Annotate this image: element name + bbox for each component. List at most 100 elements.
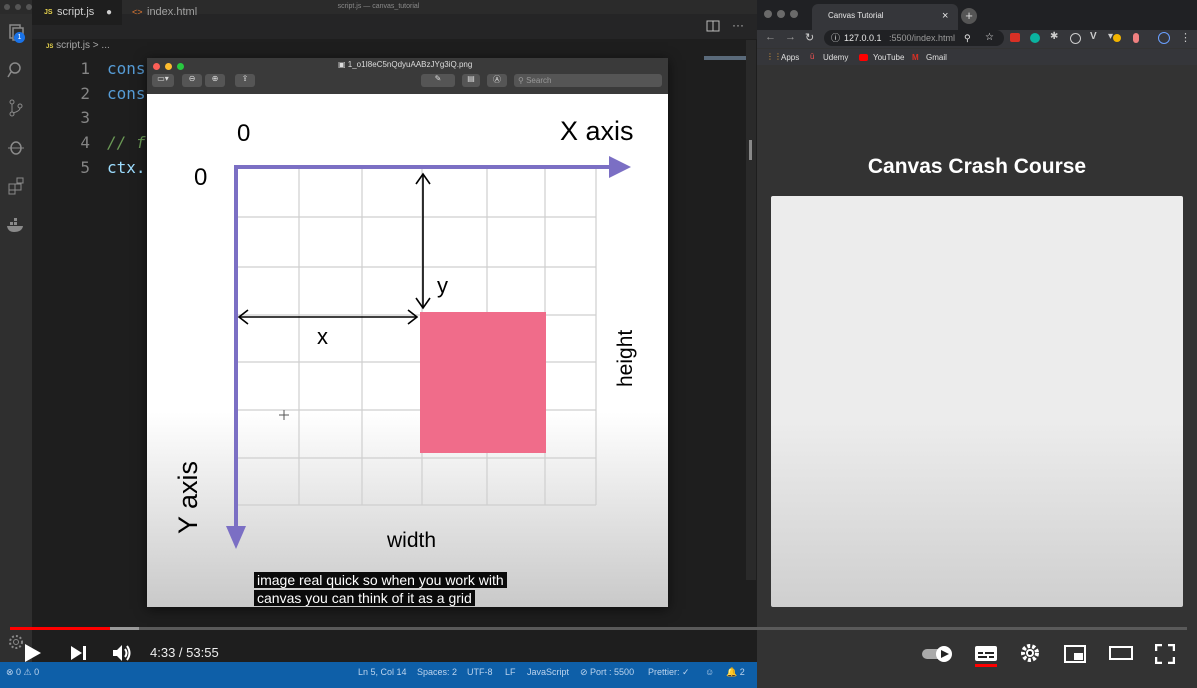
x-offset-label: x xyxy=(317,324,328,349)
minimize-dot[interactable] xyxy=(15,4,21,10)
autoplay-toggle-icon[interactable] xyxy=(921,645,955,663)
subtitles-icon[interactable] xyxy=(974,644,998,668)
page-heading: Canvas Crash Course xyxy=(867,155,1087,178)
volume-icon[interactable] xyxy=(112,644,132,662)
code-comment[interactable]: // f xyxy=(107,133,146,152)
image-file-icon: ▣ xyxy=(338,60,348,69)
zoom-out-icon[interactable]: ⊖ xyxy=(182,74,202,87)
live-server-port[interactable]: ⊘ Port : 5500 xyxy=(580,667,635,677)
notifications-bell[interactable]: 🔔 2 xyxy=(726,667,745,677)
theater-mode-icon[interactable] xyxy=(1109,645,1133,661)
preview-image xyxy=(147,94,668,607)
youtube-icon xyxy=(859,54,868,61)
unsaved-dot-icon[interactable]: ● xyxy=(106,7,113,18)
site-info-icon[interactable]: ⓘ xyxy=(831,33,841,43)
back-arrow-icon[interactable]: ← xyxy=(765,31,776,43)
canvas-coordinate-diagram: 0 0 X axis x y width height Y axis xyxy=(173,116,637,552)
bookmark-udemy[interactable]: Udemy xyxy=(823,53,849,62)
extension-icon[interactable]: ▾ xyxy=(1108,31,1114,42)
maximize-dot[interactable] xyxy=(26,4,32,10)
bookmark-star-icon[interactable]: ☆ xyxy=(985,32,994,43)
scroll-thumb[interactable] xyxy=(749,140,752,160)
bookmark-gmail[interactable]: Gmail xyxy=(926,53,947,62)
extension-icon[interactable] xyxy=(1113,34,1121,42)
tab-title: Canvas Tutorial xyxy=(828,11,884,20)
code-line[interactable]: ctx. xyxy=(107,158,146,177)
extension-icon[interactable]: ✱ xyxy=(1050,31,1059,42)
extensions-icon[interactable] xyxy=(6,176,26,196)
editor-scrollbar[interactable] xyxy=(746,40,756,580)
reload-icon[interactable]: ↻ xyxy=(805,32,815,44)
docker-icon[interactable] xyxy=(6,216,26,236)
extension-icon[interactable] xyxy=(1030,33,1040,43)
debug-icon[interactable] xyxy=(6,137,26,157)
zoom-in-icon[interactable]: ⊕ xyxy=(205,74,225,87)
preview-toolbar: ▣ 1_o1I8eC5nQdyuAABzJYg3iQ.png ▭▾ ⊖ ⊕ ⇪ … xyxy=(147,58,668,94)
extension-icon[interactable] xyxy=(1133,33,1139,43)
new-tab-button[interactable]: + xyxy=(961,8,977,24)
language-mode[interactable]: JavaScript xyxy=(527,667,570,677)
html-file-icon: <> xyxy=(132,7,143,17)
udemy-icon: ȗ xyxy=(810,52,815,61)
code-line[interactable]: cons xyxy=(107,59,146,78)
indentation[interactable]: Spaces: 2 xyxy=(417,667,458,677)
maximize-dot[interactable] xyxy=(177,63,184,70)
chrome-tab-canvas-tutorial[interactable]: Canvas Tutorial × xyxy=(812,4,958,30)
minimize-dot[interactable] xyxy=(777,10,785,18)
tab-index-html[interactable]: <> index.html xyxy=(122,0,222,25)
markup-toolbar-icon[interactable]: Ⓐ xyxy=(487,74,507,87)
miniplayer-icon[interactable] xyxy=(1064,645,1086,663)
search-icon[interactable] xyxy=(6,60,26,80)
origin-y-label: 0 xyxy=(194,164,207,191)
extension-icon[interactable] xyxy=(1070,33,1081,44)
canvas-element[interactable] xyxy=(771,196,1183,607)
encoding[interactable]: UTF-8 xyxy=(467,667,493,677)
preview-file-title: ▣ 1_o1I8eC5nQdyuAABzJYg3iQ.png xyxy=(338,60,473,69)
close-dot[interactable] xyxy=(4,4,10,10)
chrome-menu-icon[interactable]: ⋮ xyxy=(1180,32,1191,44)
apps-grid-icon[interactable]: ⋮⋮ xyxy=(766,52,782,61)
minimize-dot[interactable] xyxy=(165,63,172,70)
fullscreen-icon[interactable] xyxy=(1155,644,1175,664)
minimap[interactable] xyxy=(704,56,746,60)
settings-icon[interactable] xyxy=(1020,643,1040,663)
sidebar-toggle-icon[interactable]: ▭▾ xyxy=(152,74,174,87)
markup-pen-icon[interactable]: ✎ xyxy=(421,74,455,87)
bookmark-apps[interactable]: Apps xyxy=(781,53,800,62)
bookmark-youtube[interactable]: YouTube xyxy=(873,53,905,62)
forward-arrow-icon[interactable]: → xyxy=(785,31,796,43)
search-input[interactable]: ⚲ Search xyxy=(514,74,662,87)
rectangle-shape xyxy=(420,312,546,453)
maximize-dot[interactable] xyxy=(790,10,798,18)
zoom-icon[interactable]: ⚲ xyxy=(964,33,971,43)
next-icon[interactable] xyxy=(70,645,88,661)
progress-bar[interactable] xyxy=(10,627,1187,630)
caption-line: canvas you can think of it as a grid xyxy=(254,589,475,608)
share-icon[interactable]: ⇪ xyxy=(235,74,255,87)
more-actions-icon[interactable]: ··· xyxy=(732,18,744,32)
extension-icon[interactable] xyxy=(1010,33,1020,42)
rotate-icon[interactable]: ▤ xyxy=(462,74,480,87)
code-line[interactable]: cons xyxy=(107,84,146,103)
prettier-status[interactable]: Prettier: ✓ xyxy=(648,667,690,677)
status-bar: ⊗ 0 ⚠ 0 Ln 5, Col 14 Spaces: 2 UTF-8 LF … xyxy=(0,662,757,688)
feedback-icon[interactable]: ☺ xyxy=(705,667,715,677)
js-file-icon: JS xyxy=(44,9,53,16)
source-control-icon[interactable] xyxy=(6,98,26,118)
breadcrumb[interactable]: JS script.js > ... xyxy=(46,40,110,51)
settings-gear-icon[interactable] xyxy=(6,632,26,652)
play-icon[interactable] xyxy=(24,643,42,663)
vue-devtools-icon[interactable]: V xyxy=(1090,31,1097,42)
x-axis-arrow xyxy=(234,156,631,178)
close-dot[interactable] xyxy=(153,63,160,70)
tab-close-icon[interactable]: × xyxy=(942,10,949,22)
profile-avatar[interactable] xyxy=(1158,32,1170,44)
close-dot[interactable] xyxy=(764,10,772,18)
tab-script-js[interactable]: JS script.js ● xyxy=(32,0,122,25)
problems-indicator[interactable]: ⊗ 0 ⚠ 0 xyxy=(6,667,40,677)
cursor-position[interactable]: Ln 5, Col 14 xyxy=(358,667,407,677)
line-ending[interactable]: LF xyxy=(505,667,516,677)
split-editor-icon[interactable] xyxy=(706,19,720,33)
breadcrumb-path[interactable]: script.js > ... xyxy=(56,40,110,51)
address-bar[interactable]: ⓘ 127.0.0.1 :5500/index.html ⚲ ☆ xyxy=(824,30,1004,46)
